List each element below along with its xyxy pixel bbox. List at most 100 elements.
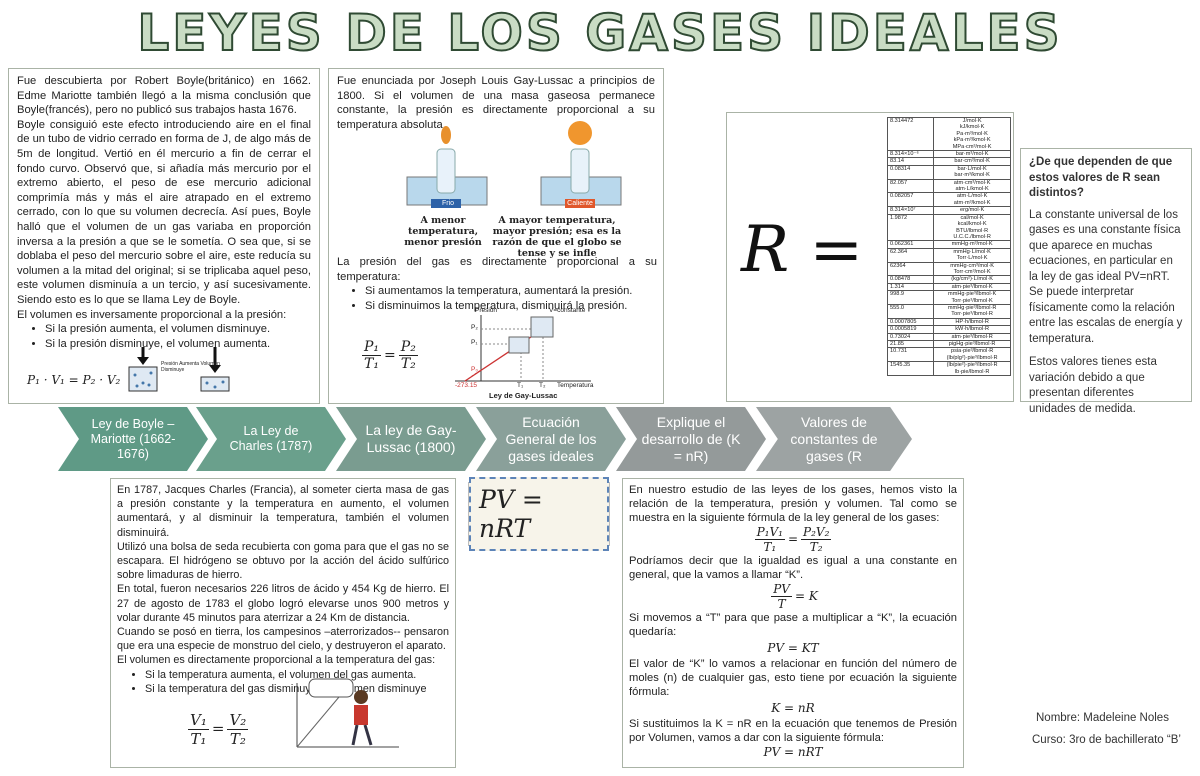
r-units: kW·h/lbmol·R — [933, 325, 1011, 334]
r-value: 1545.35 — [886, 361, 935, 377]
r-units: bar·L/mol·K bar·m³/kmol·K — [933, 164, 1011, 180]
r-units: mmHg·L/mol·K Torr·L/mol·K — [933, 247, 1011, 263]
gay-intro: Fue enunciada por Joseph Louis Gay-Lussa… — [337, 75, 655, 131]
timeline-step-k-nr: Explique el desarrollo de (K = nR) — [616, 407, 766, 471]
r-symbol: R = — [741, 213, 864, 287]
down-arrow-icon — [209, 347, 221, 373]
graph-xlabel: Temperatura — [557, 382, 594, 389]
r-value: 998.9 — [886, 290, 935, 305]
r-value: 8.314×10⁻⁶ — [886, 150, 935, 159]
r-explanation-panel: ¿De que dependen de que estos valores de… — [1020, 148, 1192, 415]
r-units: mmHg·m³/mol·K — [933, 240, 1011, 249]
boyle-piston-illustration — [128, 347, 230, 392]
graph-t0: -273.15 — [455, 382, 478, 389]
ideal-gas-formula: PV = nRT — [763, 745, 823, 759]
r-units: bar·m³/mol·K — [933, 150, 1011, 159]
boyle-image-label: Presión Aumenta Volumen Disminuye — [161, 361, 220, 373]
r-value: 1.9872 — [886, 213, 935, 242]
boyle-experiment: Boyle consiguió este efecto introduciend… — [17, 118, 311, 306]
timeline-step-charles: La Ley de Charles (1787) — [196, 407, 346, 471]
charles-formula-d2: T₂ — [229, 730, 246, 748]
gay-formula-n1: P₁ — [362, 339, 382, 356]
charles-flight: En total, fueron necesarios 226 litros d… — [117, 583, 449, 624]
graph-t1: T₁ — [517, 382, 524, 389]
r-value: 0.062361 — [886, 240, 935, 249]
r-units: (lb/pie²)·pie³/lbmol·R lb·pie/lbmol·R — [933, 361, 1011, 377]
graph-t2: T₂ — [539, 382, 546, 389]
course-name: Curso: 3ro de bachillerato “B’ — [1032, 734, 1181, 746]
charles-formula-d1: T₁ — [190, 730, 207, 748]
boyle-formula: P₁ · V₁ = P₂ · V₂ — [27, 373, 121, 387]
r-value: 0.0005819 — [886, 325, 935, 334]
r-units: atm·cm³/mol·K atm·L/kmol·K — [933, 178, 1011, 194]
r-value: 83.14 — [886, 157, 935, 166]
hot-label: Caliente — [567, 200, 593, 207]
boyle-panel: Fue descubierta por Robert Boyle(británi… — [8, 68, 320, 404]
r-question: ¿De que dependen de que estos valores de… — [1029, 156, 1173, 199]
r-value: 62364 — [886, 261, 935, 277]
gay-bullet: Si aumentamos la temperatura, aumentará … — [365, 284, 657, 299]
r-value: 21.85 — [886, 339, 935, 349]
r-units: erg/mol·K — [933, 206, 1011, 215]
gay-rule: La presión del gas es directamente propo… — [337, 256, 657, 283]
timeline-step-general: Ecuación General de los gases ideales — [476, 407, 626, 471]
author-name: Nombre: Madeleine Noles — [1036, 712, 1169, 724]
r-value: 0.73024 — [886, 332, 935, 342]
r-units: pigHg·pie³/lbmol·R — [933, 339, 1011, 349]
boyle-rule: El volumen es inversamente proporcional … — [17, 308, 287, 321]
r-units: mmHg·pie³/lbmol·K Torr·pie³/lbmol·K — [933, 290, 1011, 305]
charles-panel: En 1787, Jacques Charles (Francia), al s… — [110, 478, 456, 768]
r-units: atm·pie³/lbmol·K — [933, 282, 1011, 292]
r-table-row: 0.08478(kg/cm²)·L/mol·K — [886, 275, 1011, 284]
graph-ylabel: Presión — [475, 307, 498, 314]
gay-bullet: Si disminuimos la temperatura, disminuir… — [365, 299, 657, 314]
r-value: 0.08314 — [886, 164, 935, 180]
down-arrow-icon — [137, 347, 149, 365]
graph-p0: P₀ — [471, 366, 479, 373]
r-value: 0.0007805 — [886, 317, 935, 327]
k-intro: En nuestro estudio de las leyes de los g… — [629, 484, 957, 524]
boyle-intro: Fue descubierta por Robert Boyle(británi… — [17, 75, 311, 117]
r-units: atm·pie³/lbmol·R — [933, 332, 1011, 342]
r-units: mmHg·pie³/lbmol·R Torr·pie³/lbmol·R — [933, 303, 1011, 319]
r-value: 82.057 — [886, 178, 935, 194]
timeline-step-r-values: Valores de constantes de gases (R — [756, 407, 912, 471]
charles-graph-illustration — [296, 678, 399, 748]
r-units: (kg/cm²)·L/mol·K — [933, 275, 1011, 284]
charles-intro: En 1787, Jacques Charles (Francia), al s… — [117, 484, 449, 539]
r-explanation: La constante universal de los gases es u… — [1029, 208, 1183, 345]
r-units: bar·cm³/mol·K — [933, 157, 1011, 166]
r-variation: Estos valores tienes esta variación debi… — [1029, 356, 1157, 415]
pv-formula-box: PV = nRT — [468, 477, 610, 551]
r-units: mmHg·cm³/mol·K Torr·cm³/mol·K — [933, 261, 1011, 277]
charles-rule: El volumen es directamente proporcional … — [117, 654, 436, 667]
pv-formula: PV = nRT — [469, 477, 609, 551]
balloon-bottle-illustration — [406, 121, 622, 208]
r-units: cal/mol·K kcal/kmol·K BTU/lbmol·R U.C.C.… — [933, 213, 1011, 242]
r-value: 0.08478 — [886, 275, 935, 284]
charles-bullet: Si la temperatura del gas disminuye, el … — [145, 682, 449, 696]
timeline-step-gay-lussac: La ley de Gay-Lussac (1800) — [336, 407, 486, 471]
page-title: LEYES DE LOS GASES IDEALES — [136, 3, 1063, 63]
